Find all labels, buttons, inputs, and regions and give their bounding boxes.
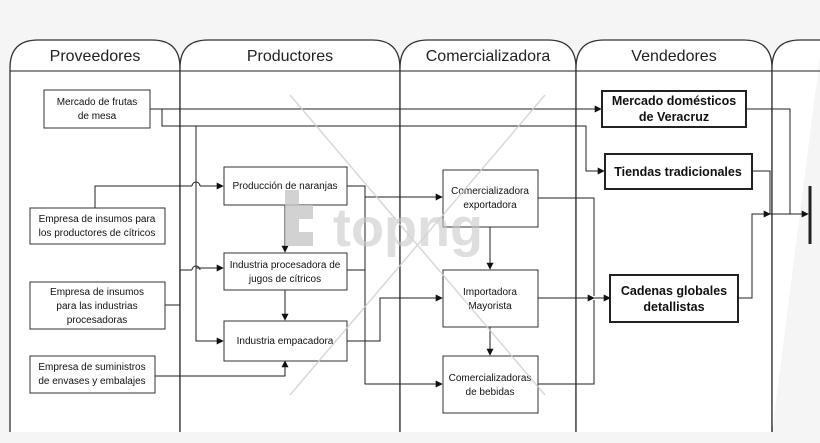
connectors bbox=[94, 105, 812, 388]
svg-text:Industria empacadora: Industria empacadora bbox=[237, 336, 334, 347]
box-industria-empacadora: Industria empacadora bbox=[223, 320, 348, 362]
svg-text:Importadora: Importadora bbox=[463, 287, 517, 298]
lane-vendedores: Vendedores bbox=[575, 39, 773, 432]
box-importadora-mayorista: Importadora Mayorista bbox=[442, 269, 539, 328]
svg-text:de Veracruz: de Veracruz bbox=[639, 110, 709, 124]
box-tiendas-tradicionales: Tiendas tradicionales bbox=[604, 153, 753, 190]
svg-text:para las industrias: para las industrias bbox=[56, 301, 137, 312]
lane-header-comercializadora: Comercializadora bbox=[426, 48, 551, 65]
svg-text:Empresa de suministros: Empresa de suministros bbox=[38, 362, 145, 373]
watermark: topng bbox=[285, 94, 546, 396]
lane-header-productores: Productores bbox=[247, 48, 333, 65]
svg-text:de bebidas: de bebidas bbox=[466, 387, 515, 398]
svg-text:Empresa de insumos: Empresa de insumos bbox=[50, 287, 144, 298]
svg-text:Tiendas tradicionales: Tiendas tradicionales bbox=[614, 165, 742, 179]
box-insumos-productores: Empresa de insumos para los productores … bbox=[29, 207, 166, 245]
box-comercializadoras-bebidas: Comercializadoras de bebidas bbox=[442, 355, 539, 414]
svg-text:procesadoras: procesadoras bbox=[67, 315, 128, 326]
box-cadenas-globales: Cadenas globales detallistas bbox=[609, 274, 739, 323]
svg-text:de envases y embalajes: de envases y embalajes bbox=[38, 376, 145, 387]
box-industria-jugos: Industria procesadora de jugos de cítric… bbox=[223, 252, 348, 291]
svg-text:Comercializadoras: Comercializadoras bbox=[449, 373, 532, 384]
svg-text:Mercado de frutas: Mercado de frutas bbox=[57, 97, 138, 108]
svg-text:exportadora: exportadora bbox=[463, 200, 517, 211]
svg-text:Mercado domésticos: Mercado domésticos bbox=[612, 94, 736, 108]
svg-text:detallistas: detallistas bbox=[643, 300, 704, 314]
svg-text:Empresa de insumos para: Empresa de insumos para bbox=[39, 214, 156, 225]
watermark-text: topng bbox=[333, 198, 483, 258]
svg-text:Industria procesadora de: Industria procesadora de bbox=[230, 260, 341, 271]
box-comercializadora-exportadora: Comercializadora exportadora bbox=[442, 169, 539, 228]
svg-text:Cadenas globales: Cadenas globales bbox=[621, 284, 727, 298]
lane-header-vendedores: Vendedores bbox=[631, 48, 716, 65]
lane-header-proveedores: Proveedores bbox=[50, 48, 141, 65]
svg-text:los productores de cítricos: los productores de cítricos bbox=[39, 228, 156, 239]
svg-text:de mesa: de mesa bbox=[78, 111, 117, 122]
svg-text:Mayorista: Mayorista bbox=[468, 301, 512, 312]
svg-text:jugos de cítricos: jugos de cítricos bbox=[248, 274, 321, 285]
box-mercado-frutas: Mercado de frutas de mesa bbox=[43, 89, 151, 129]
box-mercado-domesticos: Mercado domésticos de Veracruz bbox=[601, 90, 747, 128]
box-suministros: Empresa de suministros de envases y emba… bbox=[29, 355, 156, 394]
lane-comercializadora: Comercializadora bbox=[399, 39, 577, 432]
lane-partial bbox=[771, 39, 820, 432]
svg-text:Producción de naranjas: Producción de naranjas bbox=[232, 181, 337, 192]
box-insumos-industrias: Empresa de insumos para las industrias p… bbox=[29, 281, 166, 330]
svg-text:Comercializadora: Comercializadora bbox=[451, 186, 529, 197]
